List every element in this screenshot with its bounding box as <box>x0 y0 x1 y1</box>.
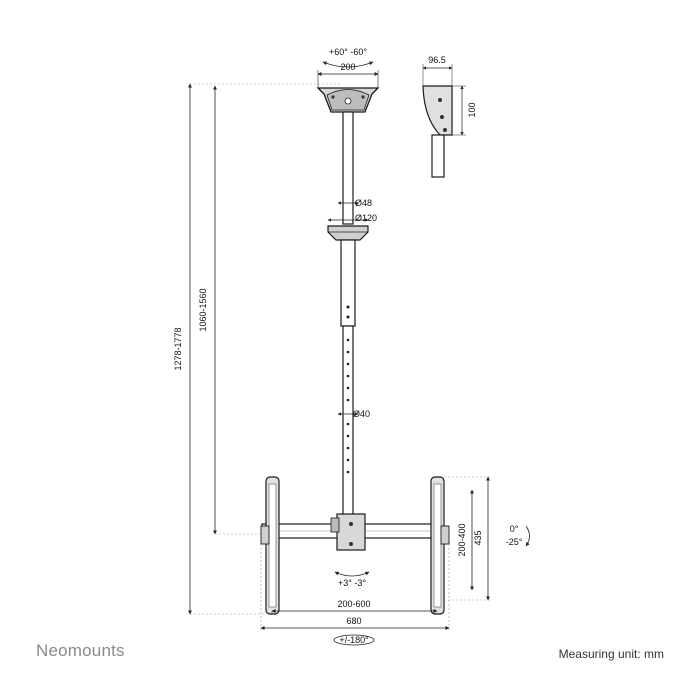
tv-tilt-label-top: 0° <box>510 524 519 534</box>
bracket-width-label: 680 <box>346 616 361 626</box>
side-view <box>422 85 453 178</box>
upper-pole-diameter: Ø48 <box>337 198 372 208</box>
upper-pole <box>342 111 354 225</box>
bracket-height-outer-label: 435 <box>473 530 483 545</box>
swivel-indicator: +3° -3° <box>334 571 370 588</box>
upper-pole-diameter-label: Ø48 <box>355 198 372 208</box>
total-height-label: 1278-1778 <box>173 327 183 370</box>
vesa-width-dimension: 200-600 <box>271 599 438 614</box>
bracket-height-dimensions: 435 200-400 <box>444 476 492 601</box>
collar-diameter-label: Ø120 <box>355 213 377 223</box>
tv-tilt-label-bottom: -25° <box>506 537 523 547</box>
measuring-unit-note: Measuring unit: mm <box>558 647 664 661</box>
brand-logo: Neomounts <box>36 641 125 660</box>
pole-length-label: 1060-1560 <box>198 288 208 331</box>
lower-pole-diameter-label: Ø40 <box>353 409 370 419</box>
plate-width-dimension: 200 +60° -60° <box>317 47 379 88</box>
tilt-head-label: +60° -60° <box>329 47 367 57</box>
collar: Ø120 <box>327 213 377 241</box>
ceiling-plate <box>316 87 380 113</box>
right-tv-bracket <box>430 476 450 615</box>
bracket-height-inner-label: 200-400 <box>457 523 467 556</box>
lower-pole <box>342 325 354 517</box>
rotation-indicator: +/-180° <box>333 634 375 646</box>
vesa-width-label: 200-600 <box>337 599 370 609</box>
side-height-label: 100 <box>467 102 477 117</box>
middle-pole <box>340 239 356 327</box>
swivel-label: +3° -3° <box>338 578 366 588</box>
bracket-width-dimension: 680 <box>260 544 450 632</box>
tv-tilt-indicator: 0° -25° <box>506 524 530 547</box>
tilt-hub <box>330 513 366 551</box>
left-tv-bracket <box>260 476 280 615</box>
lower-pole-diameter: Ø40 <box>337 409 370 419</box>
side-depth-label: 96.5 <box>428 55 446 65</box>
rotation-label: +/-180° <box>339 635 369 645</box>
total-height-dimension: 1278-1778 <box>173 83 342 615</box>
side-dimensions: 96.5 100 <box>422 55 477 136</box>
pole-length-dimension: 1060-1560 <box>198 85 262 535</box>
